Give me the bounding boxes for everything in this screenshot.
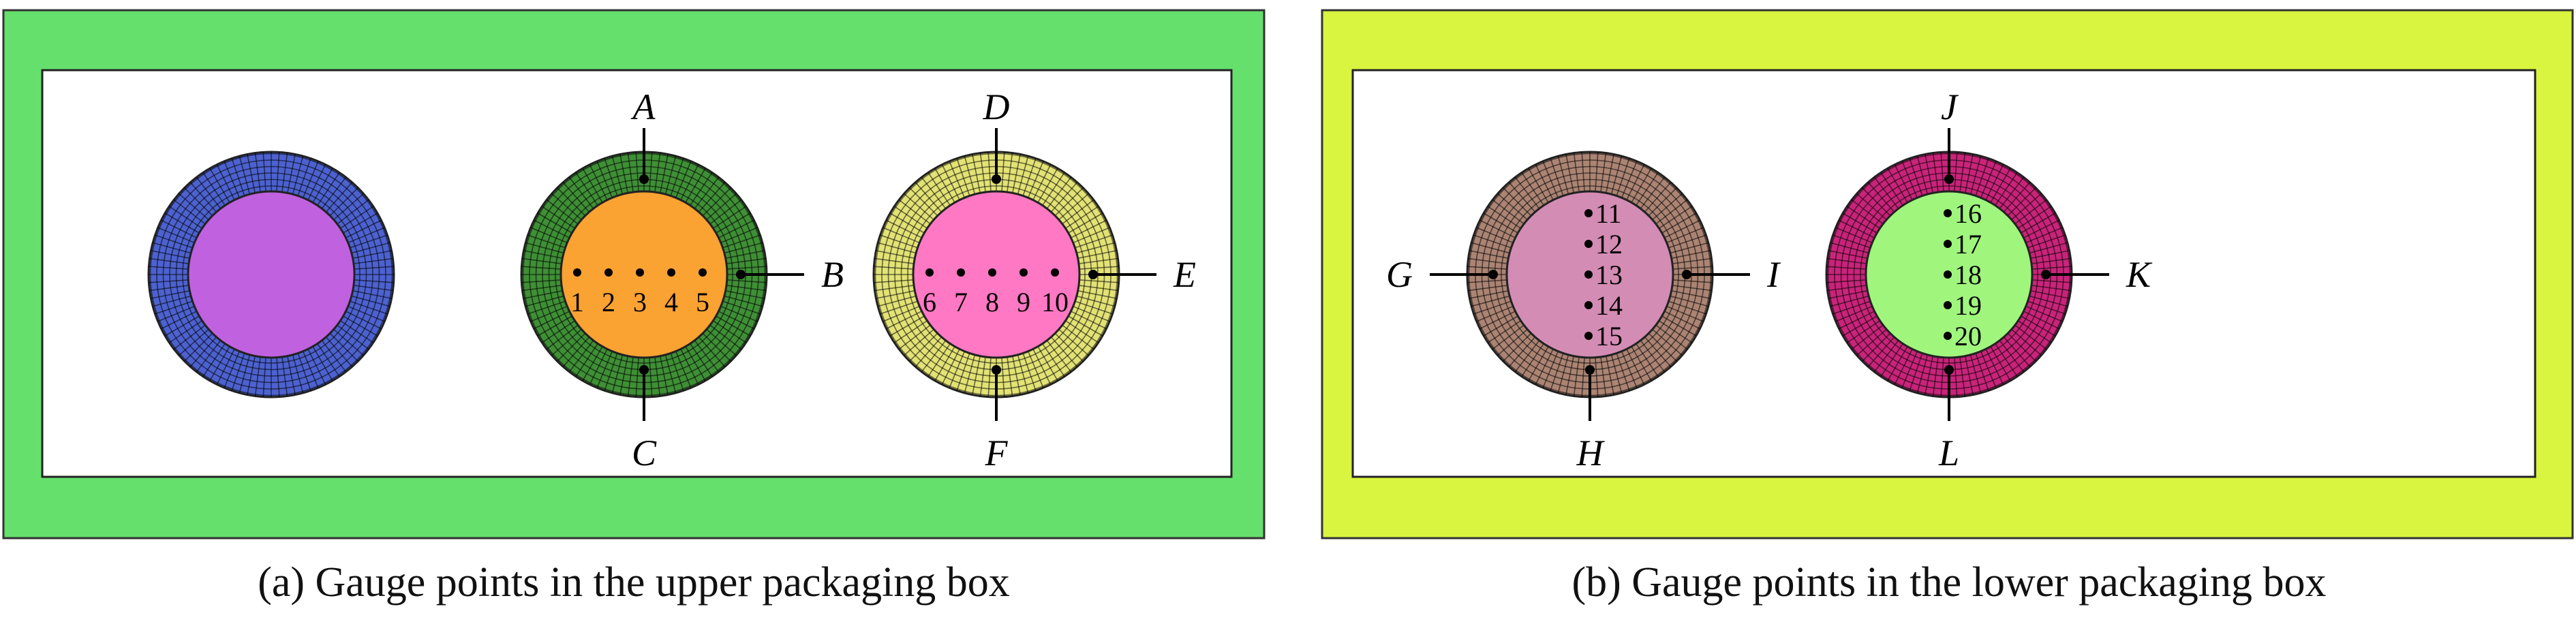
gauge-point-3 — [636, 268, 644, 277]
marker-point-F — [992, 365, 1001, 375]
marker-point-K — [2041, 270, 2051, 279]
gauge-label-14: 14 — [1595, 290, 1623, 321]
gauge-point-14 — [1584, 301, 1593, 309]
gauge-point-5 — [699, 268, 707, 277]
gauge-label-1: 1 — [570, 287, 584, 317]
marker-point-I — [1682, 270, 1691, 279]
gauge-label-4: 4 — [664, 287, 678, 317]
cylinder-core — [187, 190, 356, 359]
marker-label-D: D — [983, 87, 1010, 127]
gauge-point-15 — [1584, 332, 1593, 340]
gauge-label-6: 6 — [923, 287, 936, 317]
gauge-point-2 — [604, 268, 613, 277]
gauge-point-12 — [1584, 240, 1593, 248]
marker-label-I: I — [1766, 254, 1781, 295]
gauge-point-8 — [988, 268, 996, 277]
marker-label-F: F — [985, 433, 1009, 473]
gauge-point-1 — [573, 268, 581, 277]
gauge-label-19: 19 — [1954, 290, 1982, 321]
marker-label-K: K — [2126, 254, 2153, 295]
gauge-label-7: 7 — [954, 287, 968, 317]
gauge-label-16: 16 — [1954, 198, 1982, 229]
cylinder-upper-1 — [147, 151, 395, 398]
cylinder-mesh — [149, 152, 394, 397]
marker-label-L: L — [1938, 433, 1959, 473]
marker-point-H — [1585, 365, 1595, 375]
gauge-label-15: 15 — [1595, 321, 1623, 351]
marker-label-A: A — [631, 87, 656, 127]
caption-lower: (b) Gauge points in the lower packaging … — [1571, 559, 2327, 606]
gauge-label-9: 9 — [1017, 287, 1030, 317]
marker-point-B — [736, 270, 746, 279]
marker-point-C — [639, 365, 649, 375]
gauge-label-20: 20 — [1954, 321, 1982, 351]
marker-point-E — [1088, 270, 1098, 279]
gauge-label-3: 3 — [633, 287, 647, 317]
gauge-point-13 — [1584, 270, 1593, 279]
marker-point-A — [639, 174, 649, 184]
marker-point-J — [1944, 174, 1954, 184]
gauge-label-5: 5 — [696, 287, 709, 317]
gauge-label-11: 11 — [1595, 198, 1622, 229]
gauge-point-4 — [667, 268, 675, 277]
marker-point-D — [992, 174, 1001, 184]
gauge-point-19 — [1944, 301, 1952, 309]
gauge-label-2: 2 — [602, 287, 615, 317]
gauge-point-9 — [1019, 268, 1028, 277]
gauge-label-17: 17 — [1954, 229, 1982, 260]
gauge-point-16 — [1944, 209, 1952, 217]
gauge-point-10 — [1051, 268, 1059, 277]
gauge-point-11 — [1584, 209, 1593, 217]
marker-label-G: G — [1386, 254, 1413, 295]
marker-label-E: E — [1173, 254, 1196, 295]
gauge-label-12: 12 — [1595, 229, 1623, 260]
marker-point-L — [1944, 365, 1954, 375]
marker-label-J: J — [1941, 87, 1959, 127]
gauge-point-6 — [925, 268, 934, 277]
gauge-label-10: 10 — [1041, 287, 1069, 317]
cylinder-core — [559, 190, 729, 359]
caption-upper: (a) Gauge points in the upper packaging … — [258, 559, 1010, 606]
gauge-label-18: 18 — [1954, 260, 1982, 290]
marker-label-B: B — [821, 254, 844, 295]
gauge-label-8: 8 — [985, 287, 999, 317]
gauge-point-18 — [1944, 270, 1952, 279]
cylinder-core — [912, 190, 1081, 359]
gauge-point-7 — [957, 268, 965, 277]
marker-point-G — [1488, 270, 1498, 279]
marker-label-H: H — [1576, 433, 1606, 473]
gauge-point-20 — [1944, 332, 1952, 340]
marker-label-C: C — [632, 433, 657, 473]
gauge-label-13: 13 — [1595, 260, 1623, 290]
gauge-point-17 — [1944, 240, 1952, 248]
